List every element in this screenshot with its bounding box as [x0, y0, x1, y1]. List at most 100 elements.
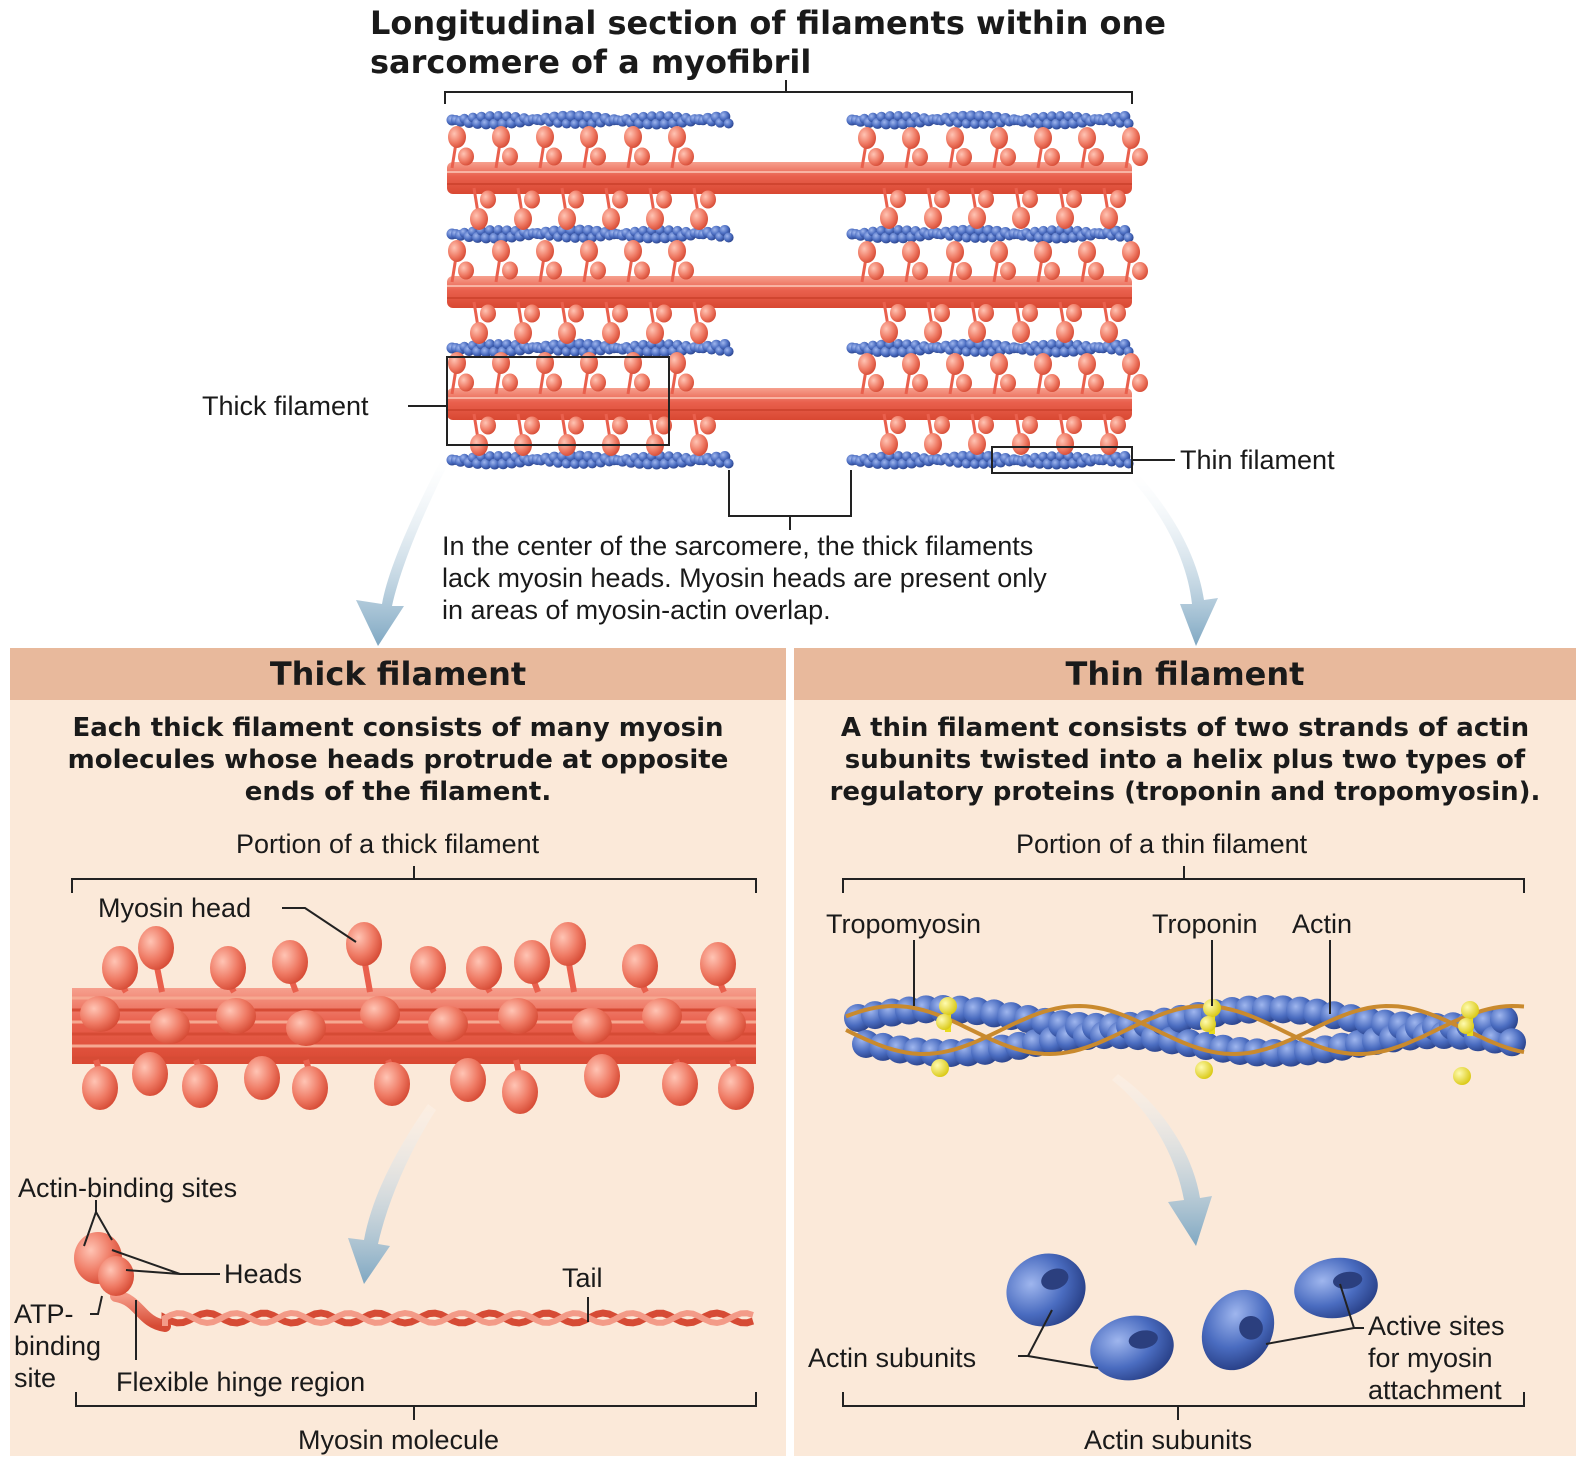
myosin-head [498, 998, 538, 1034]
atp-label-line3: site [14, 1363, 57, 1393]
troponin [1453, 1067, 1471, 1085]
myosin-head [346, 922, 382, 966]
diagram-title-line2: sarcomere of a myofibril [370, 43, 812, 81]
center-note-line3: in areas of myosin-actin overlap. [442, 595, 831, 625]
thin-filament-strand [446, 110, 734, 130]
myosin-head [210, 946, 246, 990]
thin-portion-label: Portion of a thin filament [1016, 829, 1308, 859]
center-note-line2: lack myosin heads. Myosin heads are pres… [442, 563, 1047, 593]
troponin [931, 1059, 949, 1077]
myosin-head [514, 940, 550, 984]
myosin-head [150, 1008, 190, 1044]
myosin-head [502, 1070, 538, 1114]
heads-label: Heads [224, 1259, 303, 1289]
myosin-tail-strand [161, 1309, 755, 1327]
thick-filament-rows [447, 126, 1148, 456]
atp-label-line2: binding [14, 1331, 102, 1361]
thick-panel-heading: Thick filament [269, 655, 527, 693]
thick-filament [447, 240, 1148, 344]
arrow-to-actin-subunits [1112, 1074, 1212, 1246]
thick-portion-label: Portion of a thick filament [236, 829, 540, 859]
diagram-title-line1: Longitudinal section of filaments within… [370, 4, 1166, 42]
myosin-molecule-leaders [83, 1200, 589, 1360]
myosin-head [138, 926, 174, 970]
actin-subunits-bracket [842, 1392, 1525, 1420]
thin-panel-heading: Thin filament [1065, 655, 1305, 693]
thin-filament-strand [446, 450, 734, 470]
myosin-head [450, 1058, 486, 1102]
center-note-line1: In the center of the sarcomere, the thic… [442, 531, 1034, 561]
myosin-head [360, 996, 400, 1032]
actin-subunits-drawing [1006, 1253, 1378, 1381]
tropomyosin-label: Tropomyosin [826, 909, 982, 939]
actin-subunit [1006, 1253, 1086, 1327]
myosin-head [428, 1006, 468, 1042]
thick-description-line3: ends of the filament. [244, 777, 552, 807]
thick-description-line2: molecules whose heads protrude at opposi… [67, 745, 729, 775]
myosin-head [272, 940, 308, 984]
actin-binding-sites-label: Actin-binding sites [18, 1173, 238, 1203]
myosin-head [706, 1006, 746, 1042]
myosin-head [292, 1066, 328, 1110]
active-sites-line1: Active sites [1368, 1311, 1505, 1341]
thick-filament-detail [72, 922, 756, 1114]
active-sites-line3: attachment [1368, 1375, 1502, 1405]
myosin-head [182, 1064, 218, 1108]
myosin-head [584, 1054, 620, 1098]
sarcomere-bracket [444, 80, 1133, 104]
thin-filament-strand [846, 110, 1134, 130]
myosin-molecule-label: Myosin molecule [298, 1425, 500, 1455]
myosin-head-label: Myosin head [98, 893, 252, 923]
active-sites-line2: for myosin [1368, 1343, 1493, 1373]
thin-description-line1: A thin filament consists of two strands … [840, 713, 1530, 743]
center-bracket [728, 470, 852, 530]
thin-description-line2: subunits twisted into a helix plus two t… [844, 745, 1526, 775]
active-site [1128, 1330, 1158, 1349]
thick-description-line1: Each thick filament consists of many myo… [72, 713, 724, 743]
atp-label-line1: ATP- [14, 1299, 74, 1329]
myosin-head [700, 942, 736, 986]
troponin [1461, 1001, 1479, 1019]
troponin [1195, 1061, 1213, 1079]
thin-filament-rows [446, 110, 1134, 470]
troponin [1203, 999, 1221, 1017]
actin-subunit-leaders [1018, 1283, 1364, 1369]
myosin-head [572, 1008, 612, 1044]
myosin-head [718, 1066, 754, 1110]
hinge-label: Flexible hinge region [116, 1367, 366, 1397]
tropomyosin-strand [845, 1003, 1525, 1057]
myosin-molecule-bracket [75, 1392, 757, 1420]
thick-portion-bracket [71, 866, 757, 893]
myosin-head [466, 946, 502, 990]
tropomyosin-strand [845, 1003, 1525, 1057]
thin-filament-strand [846, 224, 1134, 244]
myosin-head [80, 996, 120, 1032]
arrow-to-myosin-molecule [348, 1104, 436, 1284]
myosin-head [82, 1066, 118, 1110]
myosin-head [102, 946, 138, 990]
myosin-head [662, 1062, 698, 1106]
myosin-head [642, 998, 682, 1034]
thick-filament [447, 352, 1148, 456]
thick-filament-label: Thick filament [202, 391, 369, 421]
thin-filament-label: Thin filament [1180, 445, 1335, 475]
arrow-to-thick-panel [356, 458, 448, 646]
myosin-head [132, 1052, 168, 1096]
thin-portion-bracket [842, 866, 1525, 893]
myosin-head [550, 922, 586, 966]
thin-filament-strand [446, 224, 734, 244]
troponin [1200, 1016, 1216, 1032]
myosin-head [216, 998, 256, 1034]
thin-detail-leaders [913, 940, 1331, 1014]
troponin [936, 1014, 952, 1030]
myosin-head [410, 946, 446, 990]
actin-bead [1490, 1005, 1518, 1034]
myosin-head [374, 1062, 410, 1106]
myosin-tail-strand [162, 1309, 754, 1327]
thin-description-line3: regulatory proteins (troponin and tropom… [829, 777, 1541, 807]
active-site [1239, 1316, 1263, 1340]
troponin-label: Troponin [1152, 909, 1258, 939]
active-site [1041, 1268, 1069, 1290]
myosin-head-leader [282, 907, 357, 943]
thin-filament-detail [844, 995, 1526, 1085]
